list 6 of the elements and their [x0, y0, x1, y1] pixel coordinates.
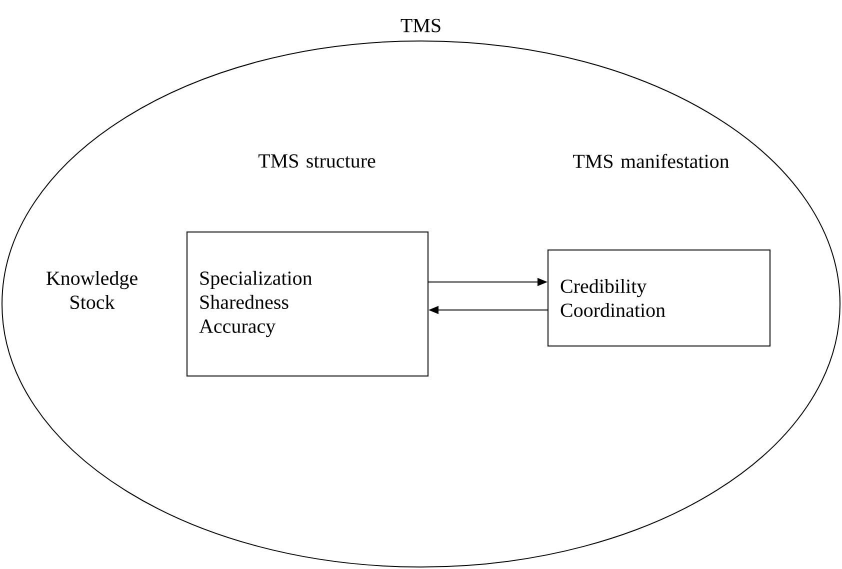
- text-box: Specialization Sharedness Accuracy: [186, 231, 428, 376]
- label: TMS structure: [258, 154, 376, 168]
- label: Knowledge Stock: [46, 270, 138, 310]
- text-box: Credibility Coordination: [548, 250, 770, 346]
- node-label: TMS: [400, 18, 440, 32]
- label: TMS manifestation: [573, 154, 730, 168]
